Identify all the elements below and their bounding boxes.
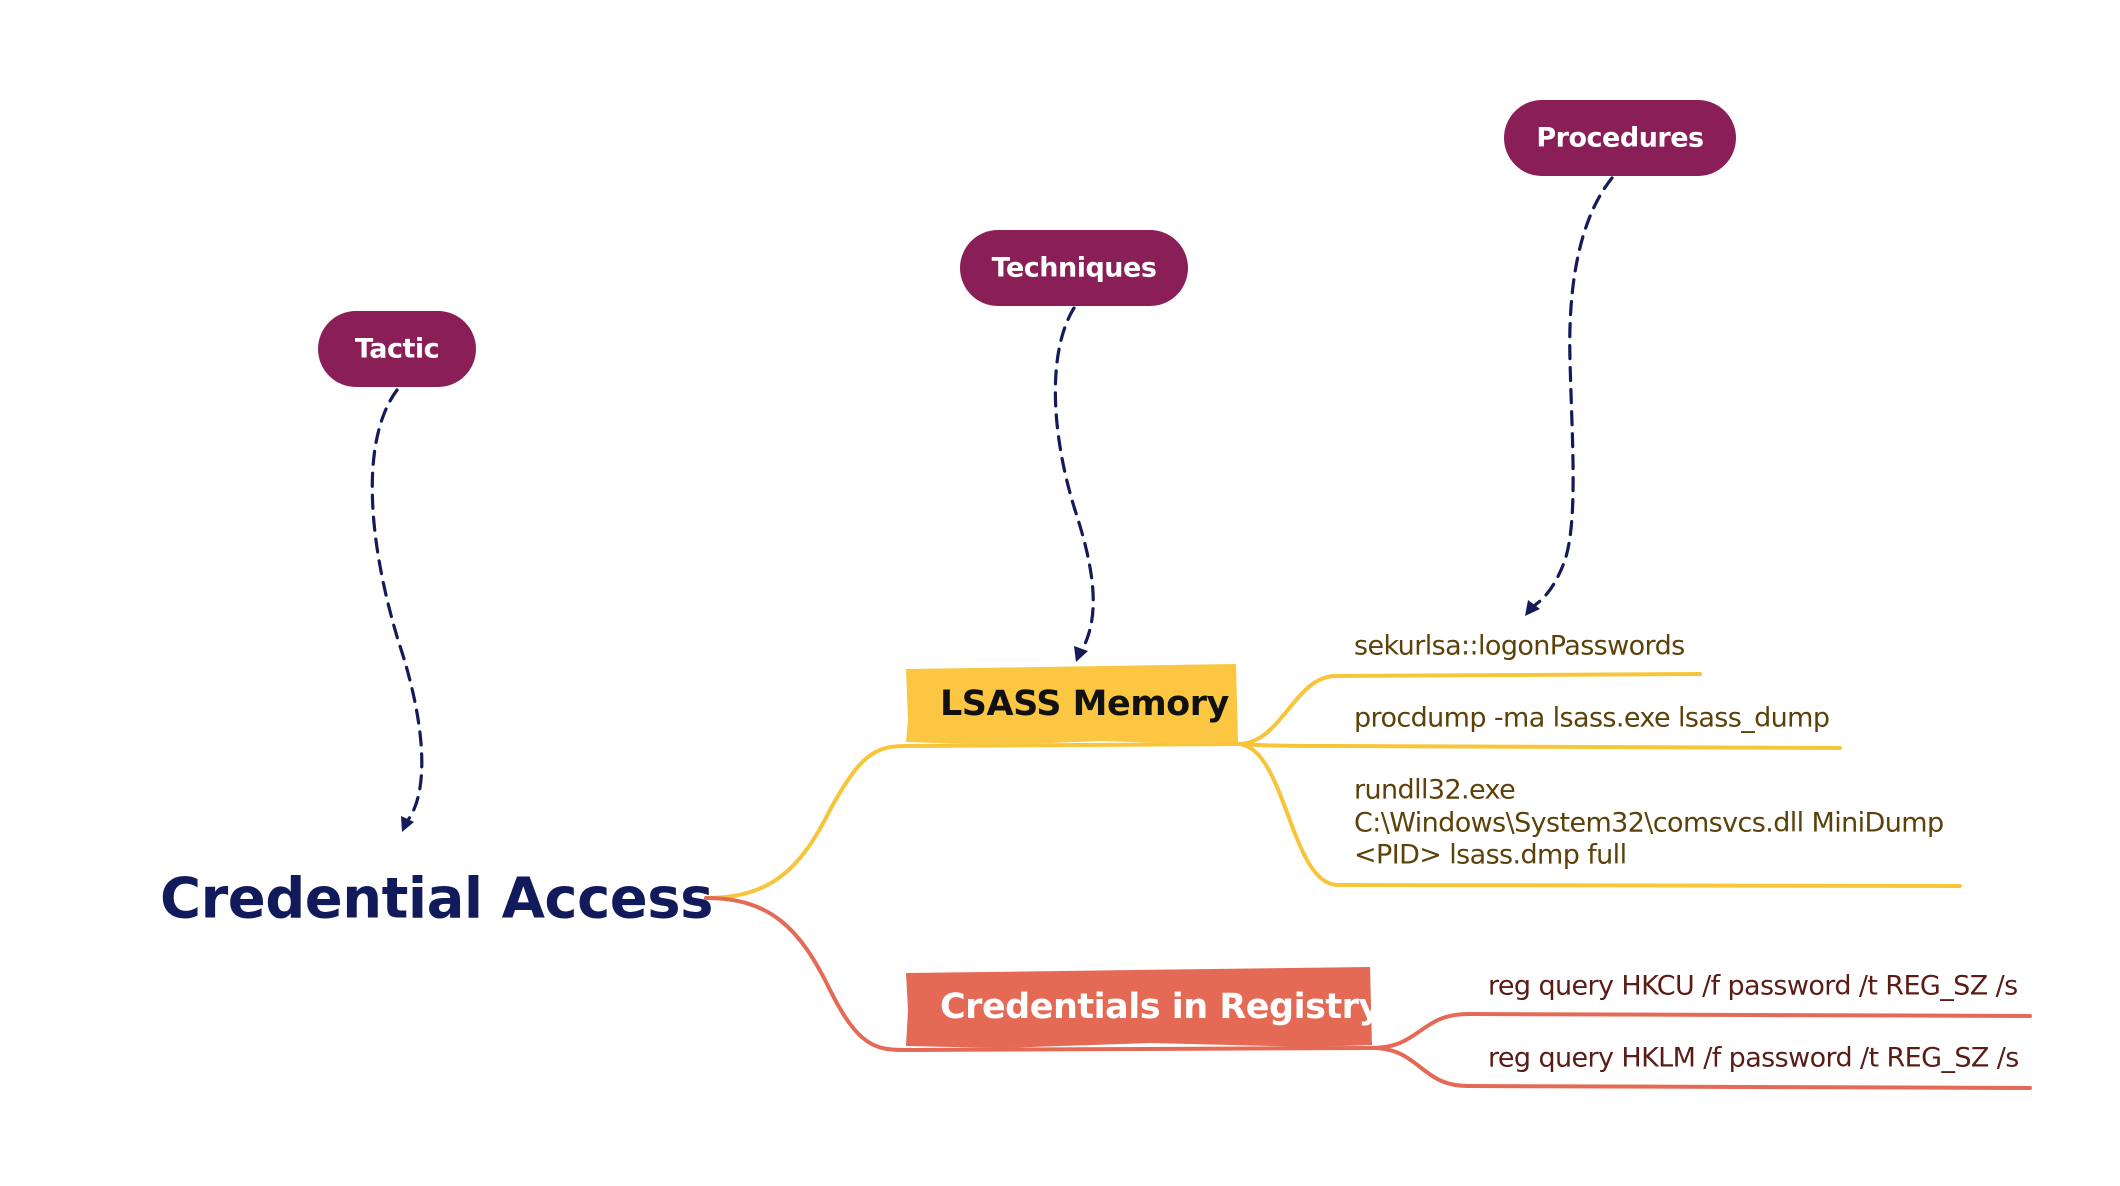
technique-label-registry: Credentials in Registry bbox=[940, 987, 1381, 1027]
procedure-registry-1: reg query HKCU /f password /t REG_SZ /s bbox=[1488, 971, 2018, 1002]
tactic-pill: Tactic bbox=[318, 311, 476, 387]
techniques-pill: Techniques bbox=[960, 230, 1188, 306]
techniques-connector bbox=[1053, 306, 1095, 662]
root-node-title: Credential Access bbox=[160, 867, 713, 932]
branch-lsass-proc-1 bbox=[1236, 672, 1702, 746]
procedures-label: Procedures bbox=[1536, 123, 1703, 154]
procedure-lsass-3-line-3: <PID> lsass.dmp full bbox=[1354, 840, 1626, 871]
registry-highlight-box bbox=[906, 967, 1372, 1048]
procedure-registry-2: reg query HKLM /f password /t REG_SZ /s bbox=[1488, 1043, 2019, 1074]
branch-root-to-registry bbox=[704, 896, 1374, 1053]
procedures-pill: Procedures bbox=[1504, 100, 1736, 176]
technique-node-registry: Credentials in Registry bbox=[906, 967, 1382, 1048]
branch-lsass-proc-2 bbox=[1236, 742, 1842, 750]
procedure-lsass-3-line-1: rundll32.exe bbox=[1354, 775, 1515, 806]
tactic-connector bbox=[370, 388, 424, 832]
technique-node-lsass: LSASS Memory bbox=[906, 664, 1238, 745]
technique-label-lsass: LSASS Memory bbox=[940, 684, 1229, 724]
procedures-arrowhead-icon bbox=[1525, 600, 1540, 616]
branch-registry-proc-1 bbox=[1370, 1011, 2032, 1050]
procedure-lsass-1: sekurlsa::logonPasswords bbox=[1354, 631, 1685, 662]
lsass-highlight-box bbox=[906, 664, 1238, 745]
techniques-label: Techniques bbox=[992, 253, 1157, 284]
procedure-lsass-3-line-2: C:\Windows\System32\comsvcs.dll MiniDump bbox=[1354, 808, 1944, 839]
branch-root-to-lsass bbox=[704, 742, 1240, 900]
procedures-connector bbox=[1525, 176, 1614, 616]
branch-lsass-proc-3 bbox=[1236, 742, 1962, 888]
tactic-arrowhead-icon bbox=[401, 816, 414, 832]
procedure-lsass-2: procdump -ma lsass.exe lsass_dump bbox=[1354, 703, 1829, 734]
branch-registry-proc-2 bbox=[1370, 1046, 2032, 1090]
techniques-arrowhead-icon bbox=[1074, 646, 1088, 662]
tactic-label: Tactic bbox=[355, 334, 439, 365]
